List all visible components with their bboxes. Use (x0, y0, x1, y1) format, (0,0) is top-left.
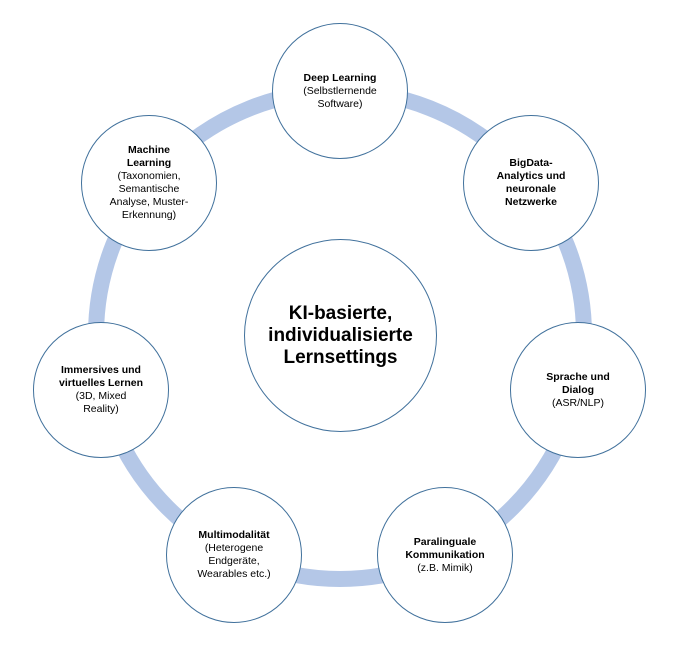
node-subtitle: (z.B. Mimik) (417, 561, 473, 574)
node-sprache: Sprache und Dialog (ASR/NLP) (510, 322, 646, 458)
node-title: BigData-Analytics und neuronale Netzwerk… (496, 157, 566, 208)
node-title: Deep Learning (303, 71, 377, 84)
node-bigdata: BigData-Analytics und neuronale Netzwerk… (463, 115, 599, 251)
center-circle: KI-basierte, individualisierte Lernsetti… (244, 239, 437, 432)
node-paralinguale: Paralinguale Kommunikation (z.B. Mimik) (377, 487, 513, 623)
node-deep-learning: Deep Learning (Selbstlernende Software) (272, 23, 408, 159)
node-subtitle: (Taxonomien, Semantische Analyse, Muster… (109, 170, 189, 221)
node-title: Paralinguale Kommunikation (405, 535, 485, 561)
node-title: Multimodalität (198, 529, 270, 541)
node-title: Immersives und virtuelles Lernen (58, 364, 144, 389)
node-multimodalitaet: Multimodalität (Heterogene Endgeräte, We… (166, 487, 302, 623)
node-title: Sprache und Dialog (546, 370, 610, 396)
center-title: KI-basierte, individualisierte Lernsetti… (268, 302, 413, 368)
node-immersives: Immersives und virtuelles Lernen (3D, Mi… (33, 322, 169, 458)
node-subtitle: (Heterogene Endgeräte, Wearables etc.) (197, 542, 271, 580)
node-subtitle: (Selbstlernende Software) (303, 84, 377, 110)
node-title: Machine Learning (126, 144, 172, 169)
node-subtitle: (3D, Mixed Reality) (75, 390, 127, 415)
node-machine-learning: Machine Learning (Taxonomien, Semantisch… (81, 115, 217, 251)
node-subtitle: (ASR/NLP) (552, 396, 604, 409)
